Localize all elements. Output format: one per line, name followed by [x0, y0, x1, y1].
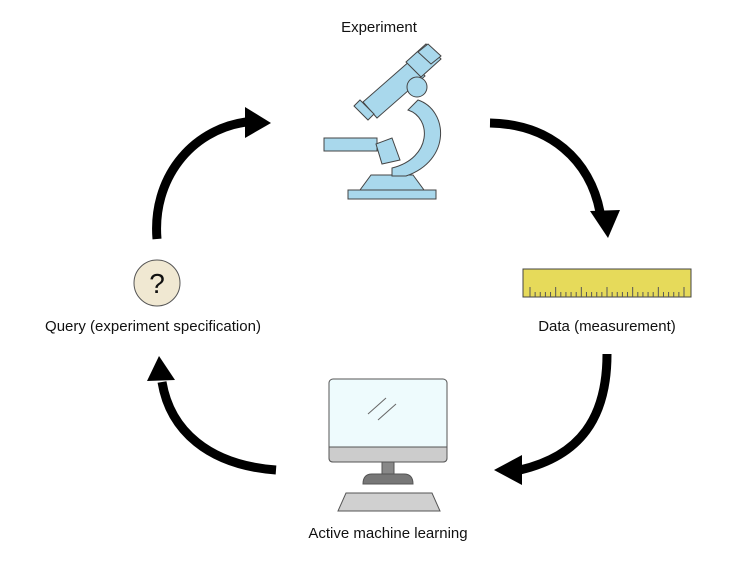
arrow-experiment-to-data	[489, 118, 620, 238]
active-learning-label: Active machine learning	[308, 525, 467, 542]
desktop-computer-icon	[328, 378, 448, 512]
arrow-data-to-learning	[494, 353, 612, 485]
arrow-learning-to-query	[147, 356, 277, 475]
data-label: Data (measurement)	[538, 318, 676, 335]
question-mark-icon: ?	[133, 259, 181, 307]
query-label: Query (experiment specification)	[45, 318, 261, 335]
ruler-icon	[522, 268, 692, 298]
question-mark-symbol: ?	[149, 268, 165, 299]
arrow-query-to-experiment	[152, 107, 271, 240]
microscope-icon	[323, 43, 442, 200]
experiment-label: Experiment	[341, 19, 418, 36]
